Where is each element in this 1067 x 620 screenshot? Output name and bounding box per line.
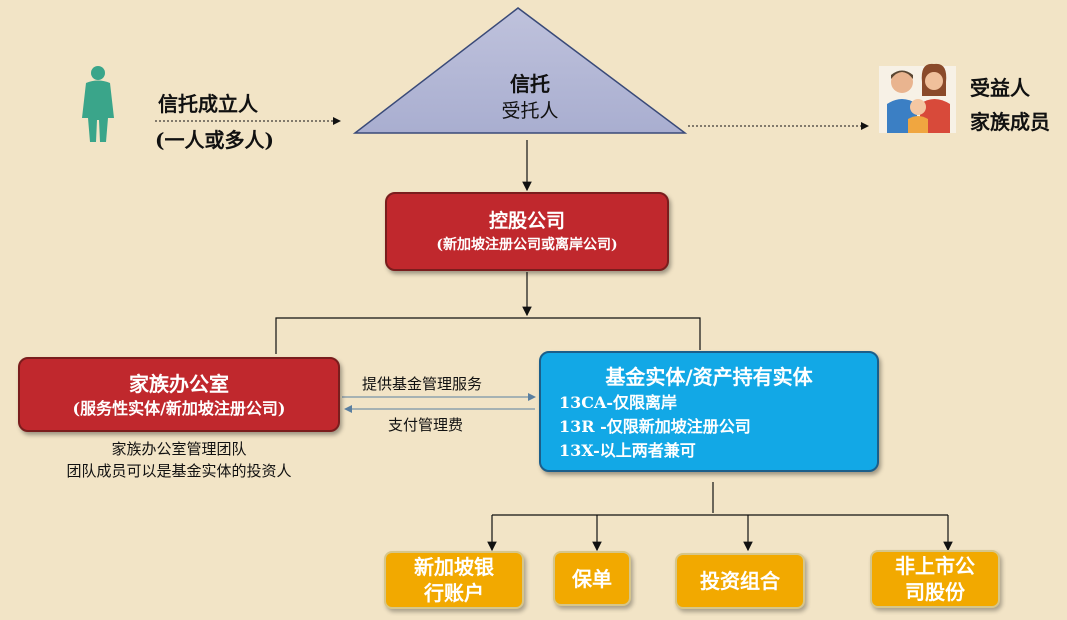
asset-policy-label: 保单 <box>572 566 612 591</box>
fund-entity-box: 基金实体/资产持有实体 13CA-仅限离岸 13R -仅限新加坡注册公司 13X… <box>539 351 879 472</box>
asset-shares-line1: 非上市公 <box>895 554 975 578</box>
asset-private-shares: 非上市公司股份 <box>870 550 1000 608</box>
holding-title: 控股公司 <box>488 210 565 232</box>
asset-shares-line2: 司股份 <box>905 580 965 604</box>
family-office-title: 家族办公室 <box>129 372 229 396</box>
trust-triangle <box>352 7 688 134</box>
family-icon <box>879 63 956 133</box>
fund-item-13r: 13R -仅限新加坡注册公司 <box>559 417 751 436</box>
family-office-note-line1: 家族办公室管理团队 <box>111 440 247 458</box>
beneficiary-label: 受益人 <box>970 76 1030 100</box>
family-office-box: 家族办公室 (服务性实体/新加坡注册公司) <box>18 357 340 432</box>
asset-bank-account: 新加坡银行账户 <box>384 551 524 609</box>
family-office-subtitle: (服务性实体/新加坡注册公司) <box>72 399 286 418</box>
asset-portfolio: 投资组合 <box>675 553 805 609</box>
asset-insurance-policy: 保单 <box>553 551 631 606</box>
trust-title: 信托 <box>510 72 550 96</box>
asset-bank-line1: 新加坡银 <box>414 555 494 579</box>
holding-company-box: 控股公司 (新加坡注册公司或离岸公司) <box>385 192 669 271</box>
asset-bank-line2: 行账户 <box>424 581 484 605</box>
holding-subtitle: (新加坡注册公司或离岸公司) <box>436 237 618 253</box>
fund-item-13ca: 13CA-仅限离岸 <box>559 393 678 412</box>
beneficiary-group: 家族成员 <box>970 110 1050 134</box>
asset-portfolio-label: 投资组合 <box>700 569 780 593</box>
fee-flow-label: 支付管理费 <box>388 416 464 434</box>
fund-title: 基金实体/资产持有实体 <box>605 365 813 389</box>
service-flow-label: 提供基金管理服务 <box>362 375 483 393</box>
person-icon <box>82 66 114 142</box>
trust-subtitle: 受托人 <box>501 100 559 122</box>
family-office-note: 家族办公室管理团队 团队成员可以是基金实体的投资人 <box>18 438 340 482</box>
settlor-label: 信托成立人 <box>158 92 258 116</box>
fund-item-13x: 13X-以上两者兼可 <box>559 441 696 460</box>
settlor-count: (一人或多人) <box>155 128 274 152</box>
family-office-note-line2: 团队成员可以是基金实体的投资人 <box>66 462 292 480</box>
